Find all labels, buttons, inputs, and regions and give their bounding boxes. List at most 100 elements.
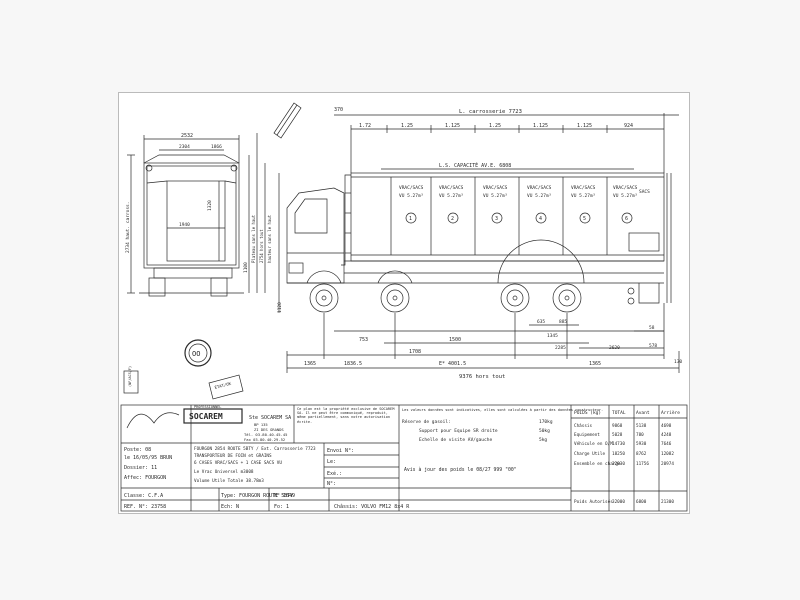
truck-cab <box>286 187 345 284</box>
dim-rear-3: 130 <box>674 359 682 365</box>
front-view-wheel-left <box>148 277 166 297</box>
comp-5-line2: VU 5.27m³ <box>571 193 596 199</box>
company-logo-tag: PROFESSIONNEL <box>194 405 221 409</box>
company-address-2: ZI DES GRANDS <box>254 427 284 432</box>
round-stamp <box>184 339 212 367</box>
classe-field: Classe: C.F.A <box>124 493 163 499</box>
comp-3-line1: VRAC/SACS <box>483 185 508 191</box>
weights-row-total: 9868 <box>612 423 623 429</box>
dossier-label: Dossier: 11 <box>124 465 157 471</box>
comp-3-line2: VU 5.27m³ <box>483 193 508 199</box>
dim-width-total: 2532 <box>181 133 193 139</box>
dim-wheelbase: E* 4001.5 <box>439 361 466 367</box>
desc-line-5: Volume Utile Totale 38.78m3 <box>194 478 264 484</box>
dim-seg-3: 1.125 <box>445 123 460 129</box>
poste-label: Poste: 08 <box>124 447 151 453</box>
dim-seg-1: 1.72 <box>359 123 371 129</box>
chassis-field: Châssis: VOLVO FM12 8x4 R <box>334 503 410 510</box>
comp-4-line2: VU 5.27m³ <box>527 193 552 199</box>
weights-row-label: Ensemble en charge <box>574 461 621 467</box>
desc-line-2: TRANSPORTEUR DE FOIN et GRAINS <box>194 453 272 459</box>
comp-5-num: 5 <box>583 216 586 222</box>
weights-header-avant: Avant <box>636 410 650 416</box>
weights-row-arriere: 21300 <box>661 499 674 505</box>
reserve-label: Réserve de gasoil: <box>402 418 451 425</box>
echelle-label: Echelle de visite AV/gauche <box>419 437 492 443</box>
weights-row-total: 32000 <box>612 499 625 505</box>
weights-header-arriere: Arrière <box>661 409 680 416</box>
company-fax: Fax 03.80.40.29.52 <box>244 437 285 442</box>
wheel-2 <box>380 283 410 313</box>
type-field: Type: FOURGON ROUTE 5BTY <box>221 493 293 499</box>
affec-label: Affec: FOURGON <box>124 475 166 481</box>
dim-top-left: 370 <box>334 107 343 113</box>
dim-overall-length: 9376 hors tout <box>459 374 505 380</box>
echelle-value: 5kg <box>539 437 547 443</box>
weights-row-total: 32930 <box>612 461 625 467</box>
notes-header: Les valeurs données sont indicatives, el… <box>402 408 603 412</box>
weights-row-arriere: 4698 <box>661 423 672 429</box>
dim-rear-2: 578 <box>649 343 657 349</box>
exe-field: Exé.: <box>327 470 342 477</box>
weights-row-arriere: 4248 <box>661 432 672 438</box>
drawing-sheet: L. carrosserie 7723 370 1.72 1.25 1.125 … <box>118 92 690 514</box>
dim-inner-7: 2620 <box>609 345 620 351</box>
dim-height-side: 2734 haut. carross. <box>125 202 131 253</box>
dim-seg-7: 924 <box>624 123 633 129</box>
comp-1-line1: VRAC/SACS <box>399 185 424 191</box>
dim-inner-height: 1320 <box>207 200 213 211</box>
socarem-logo-swoosh <box>126 412 180 429</box>
weights-row-arriere: 12082 <box>661 451 674 457</box>
dim-seg-5: 1.125 <box>533 123 548 129</box>
comp-4-line1: VRAC/SACS <box>527 185 552 191</box>
weights-row-total: 5028 <box>612 432 623 438</box>
dim-inner-1: 753 <box>359 337 368 343</box>
comp-2-line1: VRAC/SACS <box>439 185 464 191</box>
reserve-value: 170kg <box>539 419 553 425</box>
dim-inner-6: 2285 <box>555 345 566 351</box>
dim-rear-vertical-b: 2754 hors tout <box>259 229 264 263</box>
dim-rear-1: 58 <box>649 325 655 331</box>
side-stamp <box>123 370 139 394</box>
front-view-cargo <box>166 180 226 262</box>
comp-7-line1: SACS <box>639 189 650 195</box>
weights-row-total: 14730 <box>612 441 625 447</box>
dim-height-chassis: 1100 <box>243 262 249 273</box>
dim-inner-2: 1500 <box>449 337 461 343</box>
dim-axle-spread-b: 1365 <box>589 361 601 367</box>
dim-rear-height: 1120 <box>277 302 283 313</box>
dim-inner-3: 635 <box>537 319 545 325</box>
weights-row-arriere: 20974 <box>661 461 674 467</box>
tilted-hatch-detail <box>273 102 302 139</box>
weights-row-label: Véhicule en O/M <box>574 440 613 447</box>
weights-header-label: POIDS (kg) <box>574 410 601 416</box>
front-view-wheel-right <box>210 277 228 297</box>
dim-rear-vertical: Plateau sans le haut <box>251 214 256 263</box>
weights-row-label: Poids Autorisés <box>574 498 613 505</box>
desc-line-1: FOURGON 2854 ROUTE 5BTY / Ext. Carrosser… <box>194 446 316 452</box>
side-stamp-text: (NF/ACS/F) <box>128 366 132 387</box>
envoi-field: Envoi N°: <box>327 448 354 454</box>
weights-row-avant: 8762 <box>636 451 647 457</box>
round-stamp-text: OO <box>192 350 200 358</box>
dim-width-bottom: 1940 <box>179 222 190 228</box>
support-value: 50kg <box>539 428 550 434</box>
weights-row-arriere: 7646 <box>661 441 672 447</box>
le-field: Le: <box>327 459 336 465</box>
comp-1-num: 1 <box>409 216 412 222</box>
weights-row-avant: 11756 <box>636 461 649 467</box>
comp-3-num: 3 <box>495 216 498 222</box>
dim-seg-4: 1.25 <box>489 123 501 129</box>
square-stamp <box>208 374 244 400</box>
desc-line-4: Le Vrac Universel m3008 <box>194 469 254 475</box>
front-view <box>127 133 266 297</box>
cab-window <box>294 198 328 234</box>
comp-2-line2: VU 5.27m³ <box>439 193 464 199</box>
weights-header-total: TOTAL <box>612 410 626 416</box>
comp-6-line1: VRAC/SACS <box>613 185 638 191</box>
dim-cargo-inner: L.S. CAPACITÉ AV.E. 6808 <box>439 161 511 169</box>
technical-drawing: L. carrosserie 7723 370 1.72 1.25 1.125 … <box>120 102 688 512</box>
dim-seg-2: 1.25 <box>401 123 413 129</box>
company-phone: Tél. 03.80.40.45.45 <box>244 432 287 437</box>
plan-no-field: N° 1649 <box>274 493 295 499</box>
